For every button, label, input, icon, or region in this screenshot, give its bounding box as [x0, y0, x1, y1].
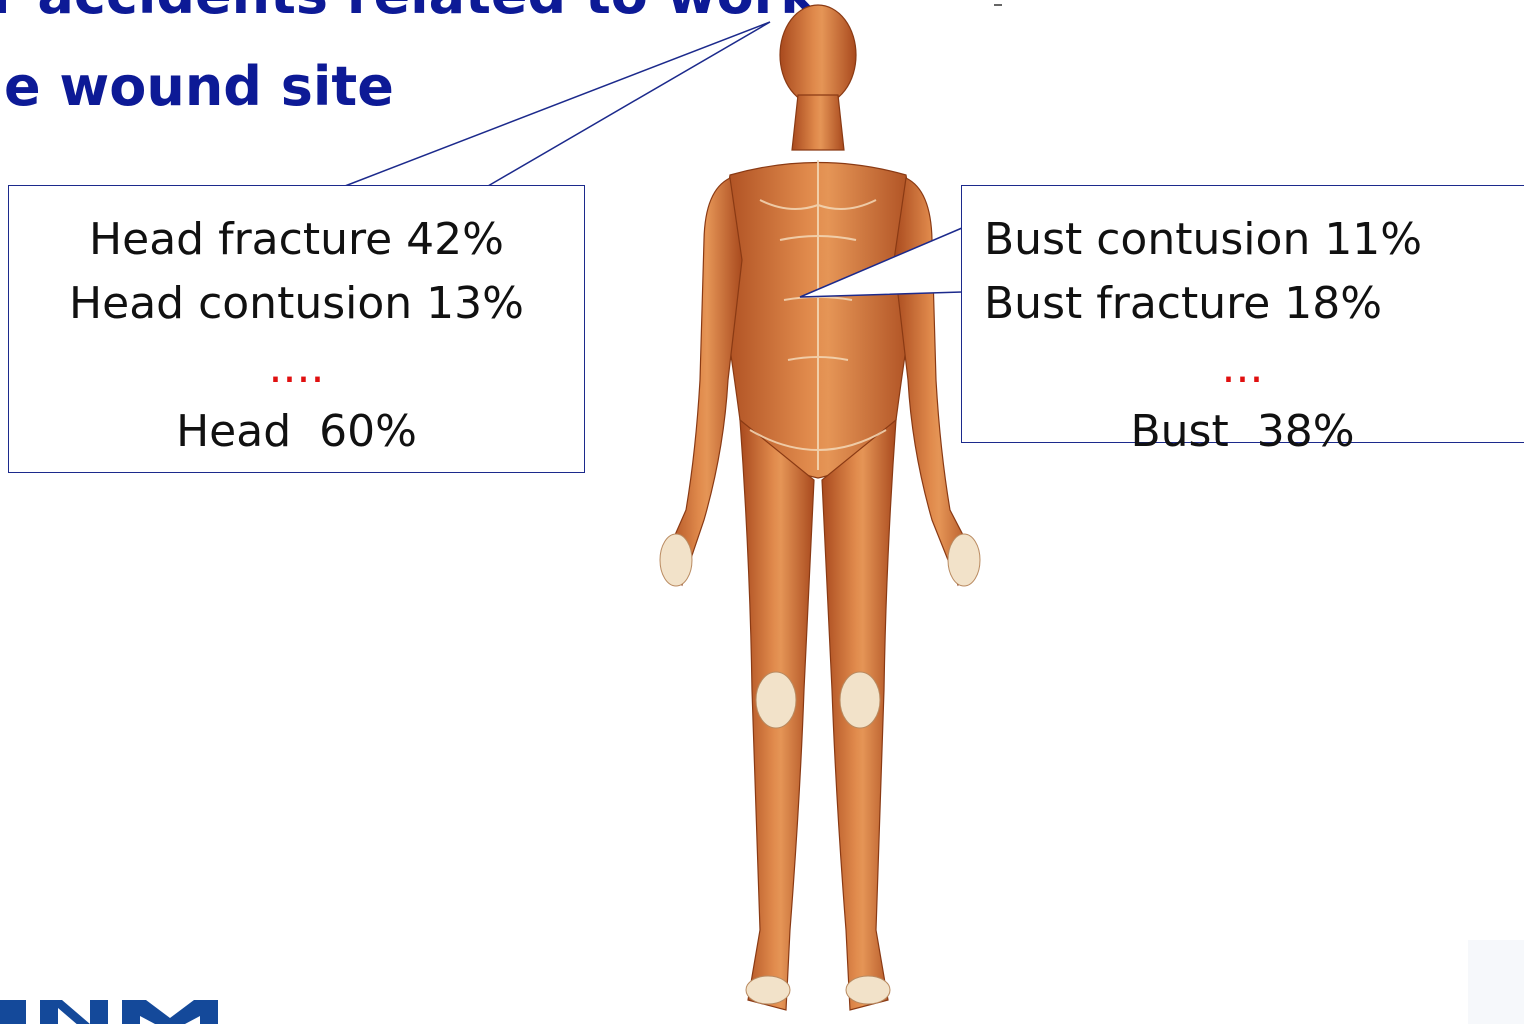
figure-joints [660, 534, 980, 1004]
organization-logo [0, 992, 240, 1024]
bust-contusion-label: Bust contusion 11% [984, 208, 1524, 272]
bust-ellipsis: ... [984, 336, 1524, 400]
head-contusion-label: Head contusion 13% [9, 272, 584, 336]
slide-title-line-2: e wound site [4, 60, 394, 114]
corner-decoration [1468, 940, 1524, 1024]
head-injury-callout: Head fracture 42% Head contusion 13% ...… [8, 185, 585, 473]
head-ellipsis: .... [9, 336, 584, 400]
head-fracture-label: Head fracture 42% [9, 208, 584, 272]
human-anatomy-figure [600, 0, 1020, 1024]
bust-total-label: Bust 38% [984, 400, 1524, 464]
head-total-label: Head 60% [9, 400, 584, 464]
figure-body [664, 5, 976, 1010]
bust-fracture-label: Bust fracture 18% [984, 272, 1524, 336]
decorative-mark [994, 4, 1002, 6]
bust-injury-callout: Bust contusion 11% Bust fracture 18% ...… [961, 185, 1524, 443]
